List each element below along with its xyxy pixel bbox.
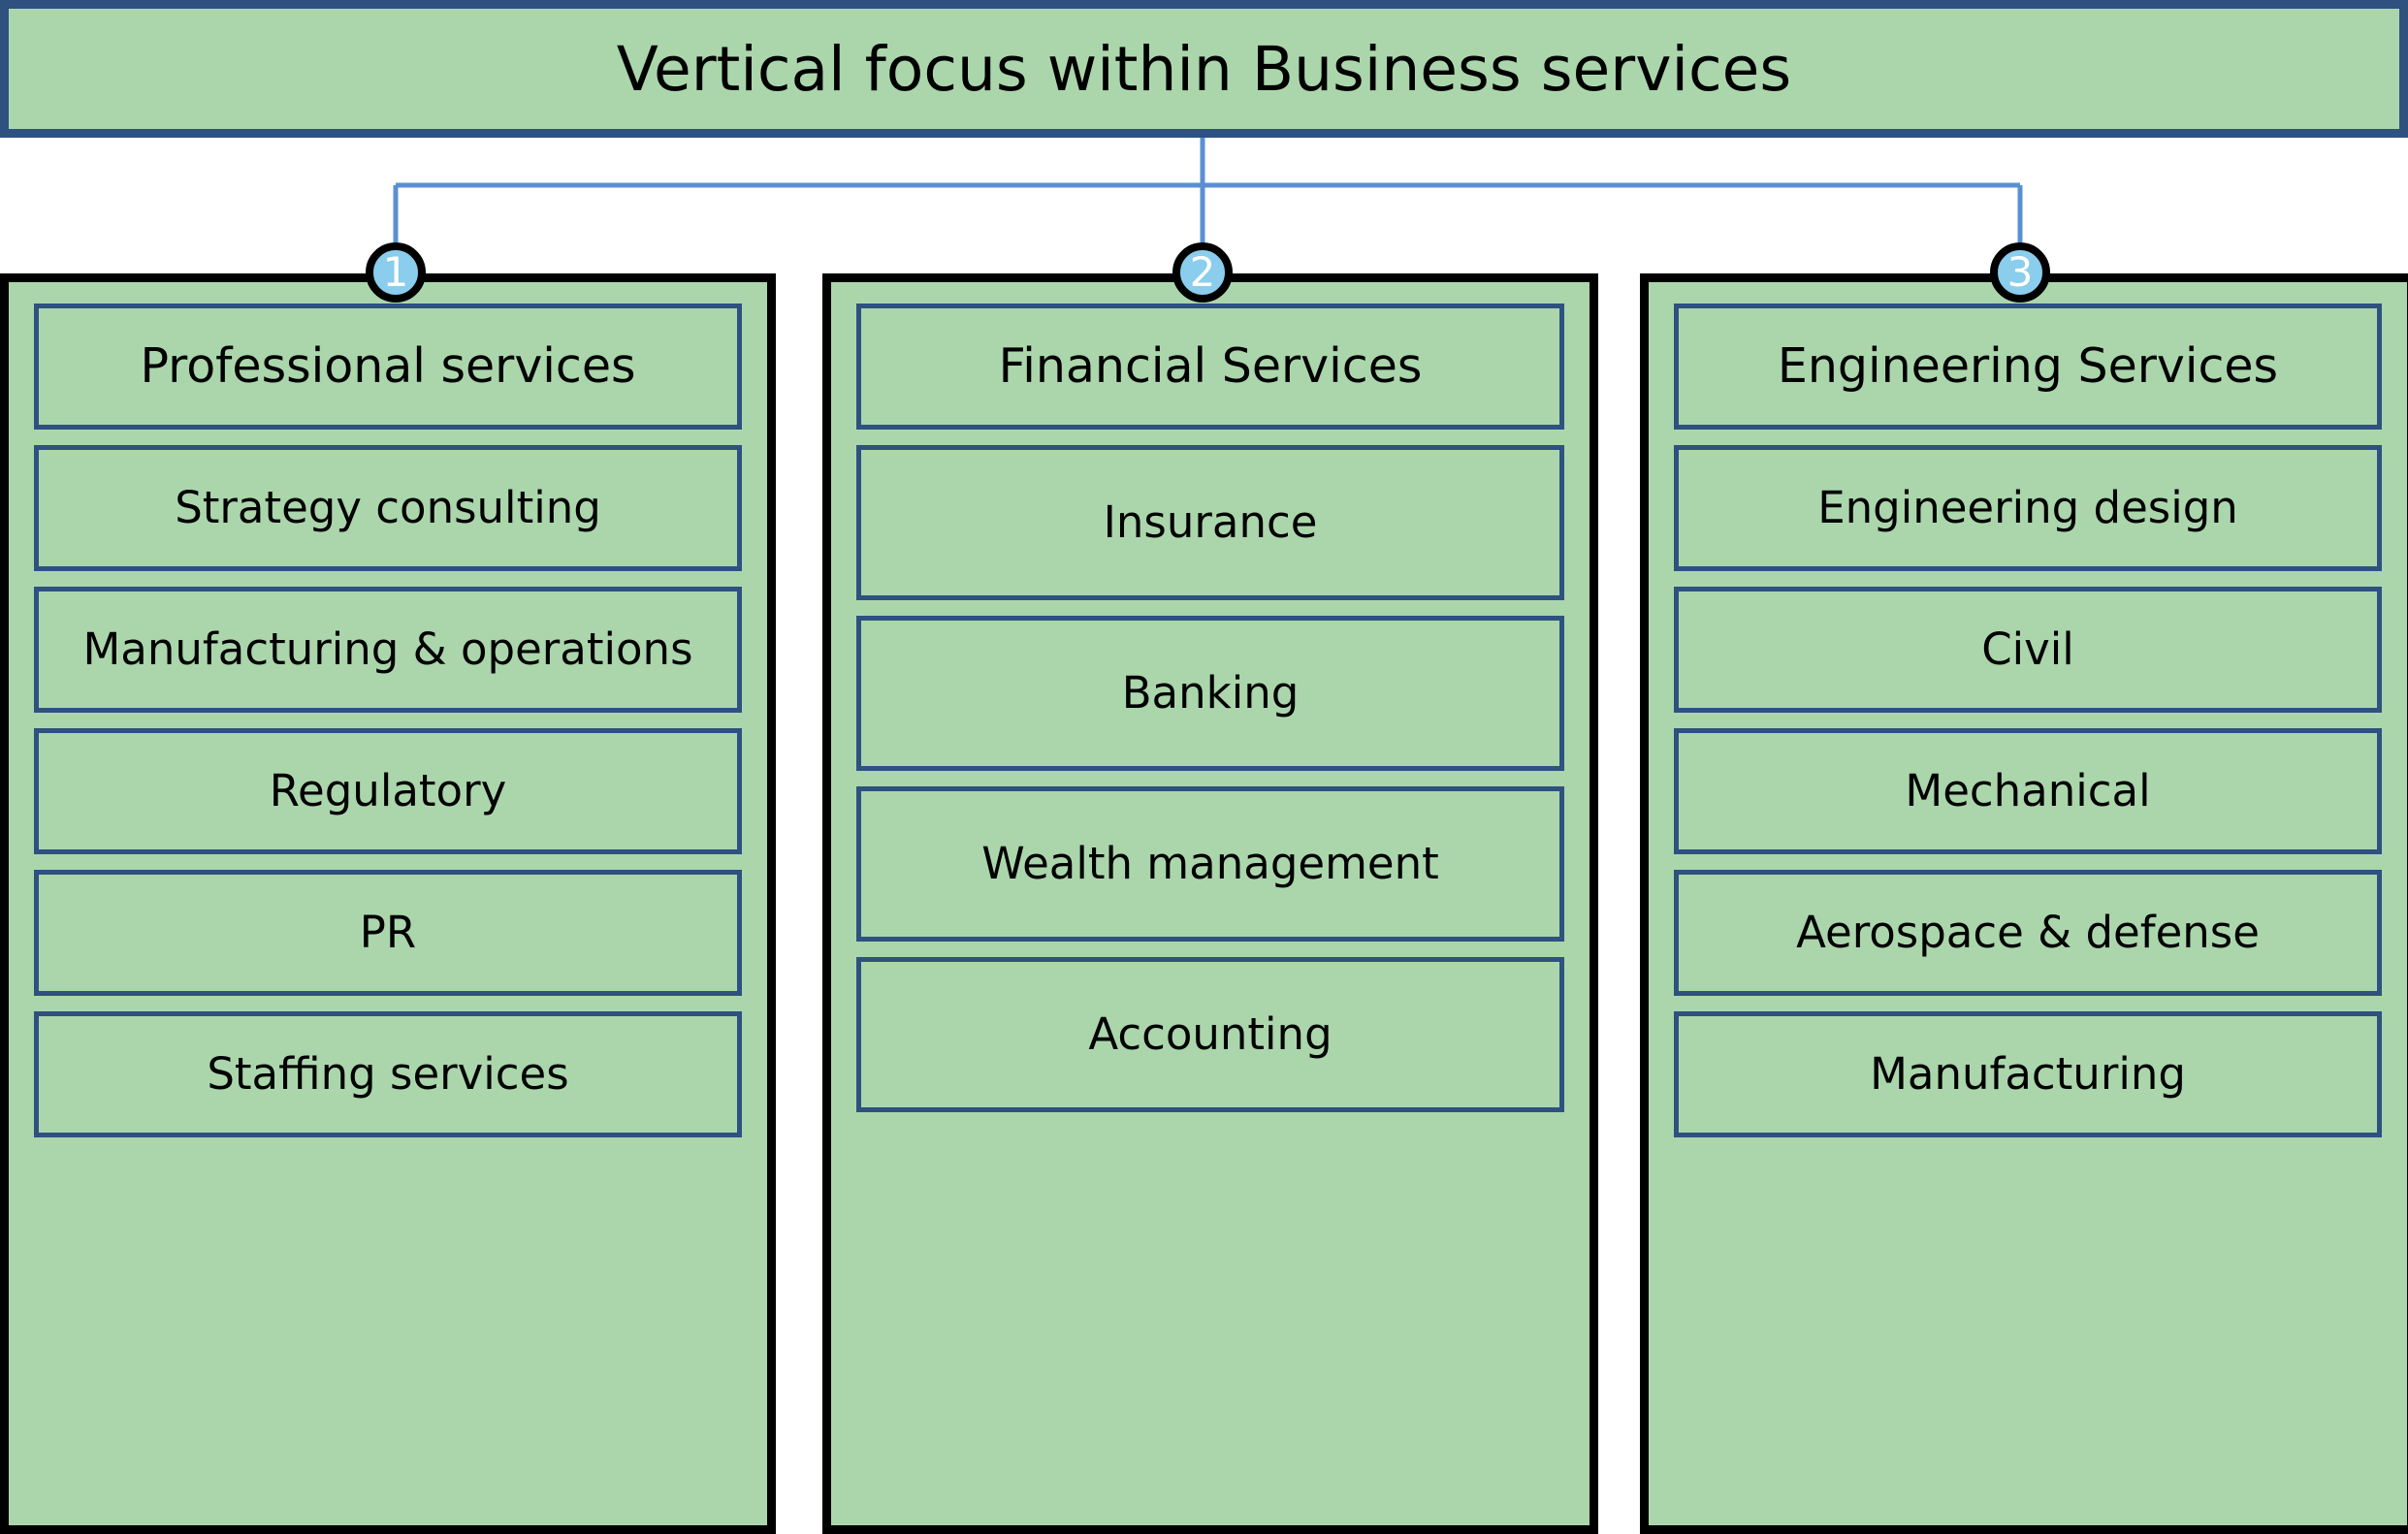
category-column-professional-services[interactable]: Professional services Strategy consultin… xyxy=(0,273,776,1534)
list-item[interactable]: Engineering design xyxy=(1674,445,2382,571)
column-header-2: Financial Services xyxy=(856,304,1564,430)
column-header-3: Engineering Services xyxy=(1674,304,2382,430)
list-item[interactable]: Staffing services xyxy=(34,1011,742,1137)
list-item[interactable]: Strategy consulting xyxy=(34,445,742,571)
list-item[interactable]: PR xyxy=(34,870,742,996)
category-column-engineering-services[interactable]: Engineering Services Engineering design … xyxy=(1640,273,2408,1534)
list-item[interactable]: Banking xyxy=(856,616,1564,771)
diagram-title-banner: Vertical focus within Business services xyxy=(0,0,2408,138)
page-title: Vertical focus within Business services xyxy=(616,33,1792,105)
category-column-financial-services[interactable]: Financial Services Insurance Banking Wea… xyxy=(822,273,1598,1534)
column-header-1: Professional services xyxy=(34,304,742,430)
step-badge-1: 1 xyxy=(366,242,426,303)
list-item[interactable]: Mechanical xyxy=(1674,728,2382,854)
list-item[interactable]: Manufacturing & operations xyxy=(34,587,742,713)
step-badge-2: 2 xyxy=(1172,242,1233,303)
list-item[interactable]: Accounting xyxy=(856,957,1564,1112)
step-badge-3: 3 xyxy=(1990,242,2050,303)
list-item[interactable]: Aerospace & defense xyxy=(1674,870,2382,996)
list-item[interactable]: Wealth management xyxy=(856,786,1564,942)
list-item[interactable]: Regulatory xyxy=(34,728,742,854)
list-item[interactable]: Manufacturing xyxy=(1674,1011,2382,1137)
list-item[interactable]: Insurance xyxy=(856,445,1564,600)
list-item[interactable]: Civil xyxy=(1674,587,2382,713)
